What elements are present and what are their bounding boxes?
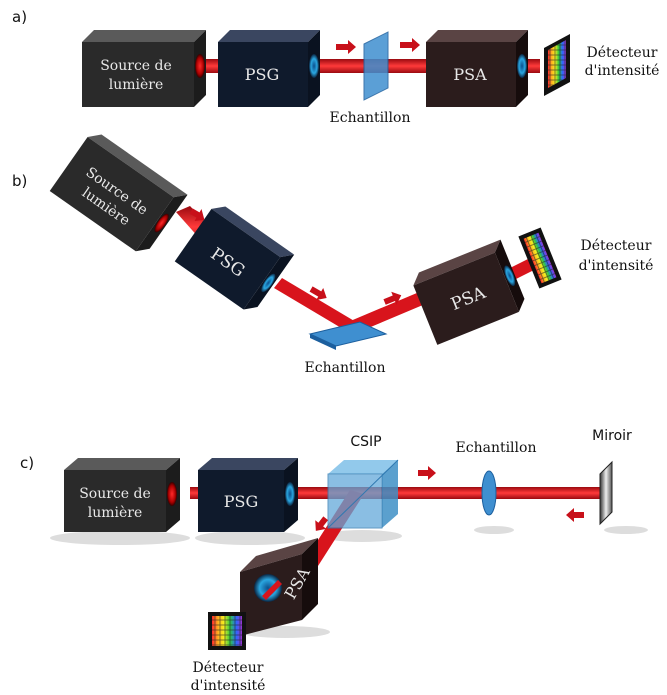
panel-b-psg-box: PSG [174, 206, 295, 310]
panel-b-detector-line1: Détecteur [581, 238, 652, 254]
panel-a-detector-icon [544, 34, 570, 96]
panel-b-tag: b) [12, 172, 27, 190]
panel-c: c) Source de lumière PSG [20, 428, 648, 694]
panel-b-arrow-1 [189, 208, 205, 222]
panel-b-psa-box: PSA [413, 239, 525, 345]
panel-a-arrow-1 [336, 40, 356, 54]
panel-b-beam-3 [348, 290, 430, 334]
panel-c-arrow-right [418, 466, 436, 480]
panel-a-detector-line2: d'intensité [585, 63, 660, 79]
panel-c-source-line1: Source de [79, 486, 151, 502]
panel-c-sample-icon [481, 470, 497, 516]
panel-b-detector-line2: d'intensité [579, 258, 654, 274]
panel-c-mirror-icon [599, 460, 613, 526]
panel-a-psa-label: PSA [453, 65, 487, 84]
panel-a-psa-box: PSA [426, 30, 528, 107]
panel-c-source-line2: lumière [88, 505, 143, 521]
panel-b-beam-2 [274, 278, 356, 332]
panel-a-tag: a) [12, 8, 27, 26]
panel-a-psg-box: PSG [218, 30, 320, 107]
panel-a-sample-icon [363, 31, 389, 101]
panel-c-mirror-label: Miroir [592, 428, 632, 444]
panel-c-source-box: Source de lumière [64, 458, 180, 532]
panel-c-arrow-down [315, 516, 329, 531]
panel-b-arrow-3 [383, 291, 402, 305]
panel-c-sample-label: Echantillon [456, 440, 537, 456]
panel-a-arrow-2 [400, 38, 420, 52]
panel-b-detector-icon [518, 227, 562, 289]
panel-c-arrow-left [566, 508, 584, 522]
source-port-icon [195, 54, 205, 78]
panel-b-arrow-2 [309, 286, 327, 301]
panel-b-sample-label: Echantillon [305, 360, 386, 376]
panel-a-source-box: Source de lumière [82, 30, 206, 107]
panel-c-tag: c) [20, 454, 34, 472]
panel-a-source-line1: Source de [100, 58, 172, 74]
panel-a-psg-label: PSG [245, 65, 280, 84]
panel-c-psa-port-icon [254, 574, 282, 602]
panel-a: a) Source de lumière PSG Echantillon [12, 8, 659, 126]
panel-c-detector-icon [208, 612, 246, 650]
panel-b-source-box: Source de lumière [49, 134, 188, 252]
panel-b: b) Source de lumière PSG Ec [12, 134, 654, 376]
panel-a-source-line2: lumière [109, 77, 164, 93]
psa-port-icon [517, 54, 527, 78]
panel-c-csip-label: CSIP [350, 434, 381, 450]
panel-c-psa-box: PSA [240, 538, 318, 636]
panel-c-psg-box: PSG [198, 458, 298, 532]
panel-c-psg-label: PSG [224, 492, 259, 511]
psg-port-icon [309, 54, 319, 78]
panel-c-detector-line2: d'intensité [191, 678, 266, 694]
panel-a-sample-label: Echantillon [330, 110, 411, 126]
panel-b-sample-icon [308, 321, 388, 347]
panel-a-detector-line1: Détecteur [587, 45, 658, 61]
panel-b-beam-4 [510, 258, 534, 280]
panel-c-detector-line1: Détecteur [193, 660, 264, 676]
panel-c-csip-cube [327, 459, 399, 529]
